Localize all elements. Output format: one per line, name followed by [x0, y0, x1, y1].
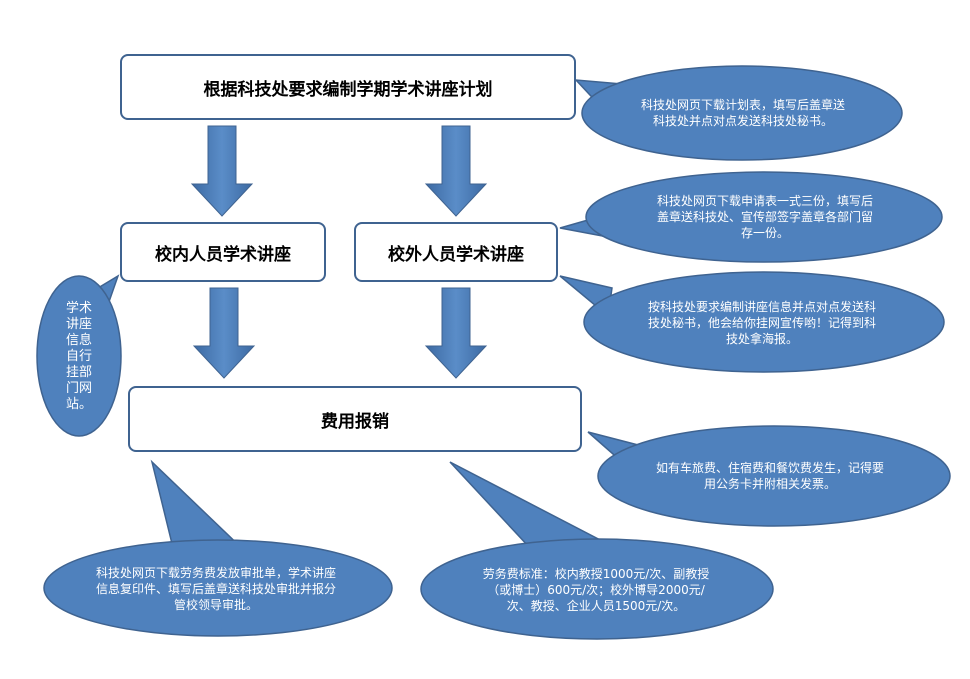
callout-bubble-plan: [581, 65, 903, 161]
callout-text-plan: 科技处网页下载计划表，填写后盖章送科技处并点对点发送科技处秘书。: [640, 98, 845, 128]
arrow-plan-to-internal: [190, 125, 254, 217]
box-plan: 根据科技处要求编制学期学术讲座计划: [120, 54, 576, 120]
callout-text-fee-form: 科技处网页下载劳务费发放审批单，学术讲座信息复印件、填写后盖章送科技处审批并报分…: [96, 566, 337, 612]
callout-text-poster: 按科技处要求编制讲座信息并点对点发送科技处秘书，他会给你挂网宣传哟！记得到科技处…: [647, 300, 876, 346]
box-reimburse: 费用报销: [128, 386, 582, 452]
callout-text-travel: 如有车旅费、住宿费和餐饮费发生，记得要用公务卡并附相关发票。: [655, 461, 884, 491]
callout-bubble-external: [585, 171, 943, 263]
callout-text-fee-standard: 劳务费标准：校内教授1000元/次、副教授（或博士）600元/次；校外博导200…: [482, 567, 710, 613]
callout-text-external: 科技处网页下载申请表一式三份，填写后盖章送科技处、宣传部签字盖章各部门留存一份。: [656, 194, 873, 240]
callout-bubble-poster: [583, 271, 945, 373]
callout-bubble-internal: [36, 275, 122, 437]
callout-bubble-fee-standard: [420, 538, 774, 640]
callout-text-internal: 学术讲座信息自行挂部门网站。: [65, 301, 92, 412]
callout-bubble-fee-standard: [449, 461, 607, 549]
arrow-external-to-reimburse: [424, 287, 488, 379]
box-internal-lecture: 校内人员学术讲座: [120, 222, 326, 282]
box-external-lecture: 校外人员学术讲座: [354, 222, 558, 282]
callout-bubble-fee-form: [43, 539, 393, 637]
arrow-internal-to-reimburse: [192, 287, 256, 379]
callout-bubble-travel: [597, 425, 951, 527]
arrow-plan-to-external: [424, 125, 488, 217]
